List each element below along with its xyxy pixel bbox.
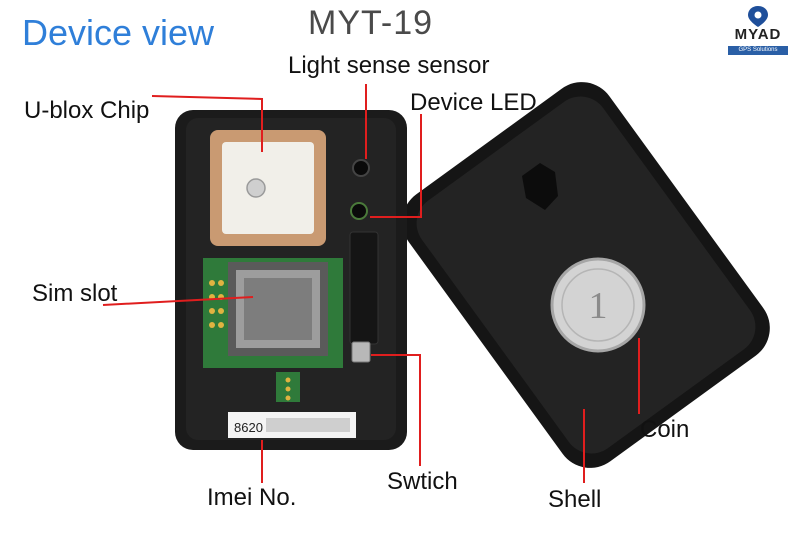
label-imei: Imei No. [207, 484, 297, 511]
led-indicator [350, 202, 368, 220]
label-ublox-chip: U-blox Chip [24, 97, 150, 124]
label-switch: Swtich [387, 468, 458, 495]
coin-numeral: 1 [589, 285, 608, 327]
power-switch [351, 341, 371, 363]
brand-logo: MYAD GPS Solutions [726, 4, 790, 56]
coin: 1 [550, 257, 646, 353]
callout-line-switch [371, 354, 421, 466]
label-coin: Coin [640, 416, 690, 443]
pcb-board [203, 258, 343, 402]
callout-lines [102, 84, 640, 483]
location-pin-icon [748, 6, 768, 27]
light-sensor [352, 159, 370, 177]
label-light-sensor: Light sense sensor [288, 52, 490, 79]
device-front: 8620 [175, 110, 407, 450]
callout-line-ublox [151, 95, 263, 152]
shell-clip-icon [522, 163, 558, 210]
label-device-led: Device LED [410, 89, 537, 116]
label-sim-slot: Sim slot [32, 280, 118, 307]
imei-number: 8620 [234, 420, 263, 435]
logo-wordmark: MYAD [734, 26, 782, 43]
page-title: Device view [22, 12, 215, 53]
model-title: MYT-19 [308, 4, 434, 42]
label-shell: Shell [548, 486, 602, 513]
callout-line-sim [102, 296, 254, 306]
callout-line-led [370, 114, 422, 218]
ublox-chip [210, 130, 326, 246]
logo-tagline: GPS Solutions [728, 46, 788, 55]
